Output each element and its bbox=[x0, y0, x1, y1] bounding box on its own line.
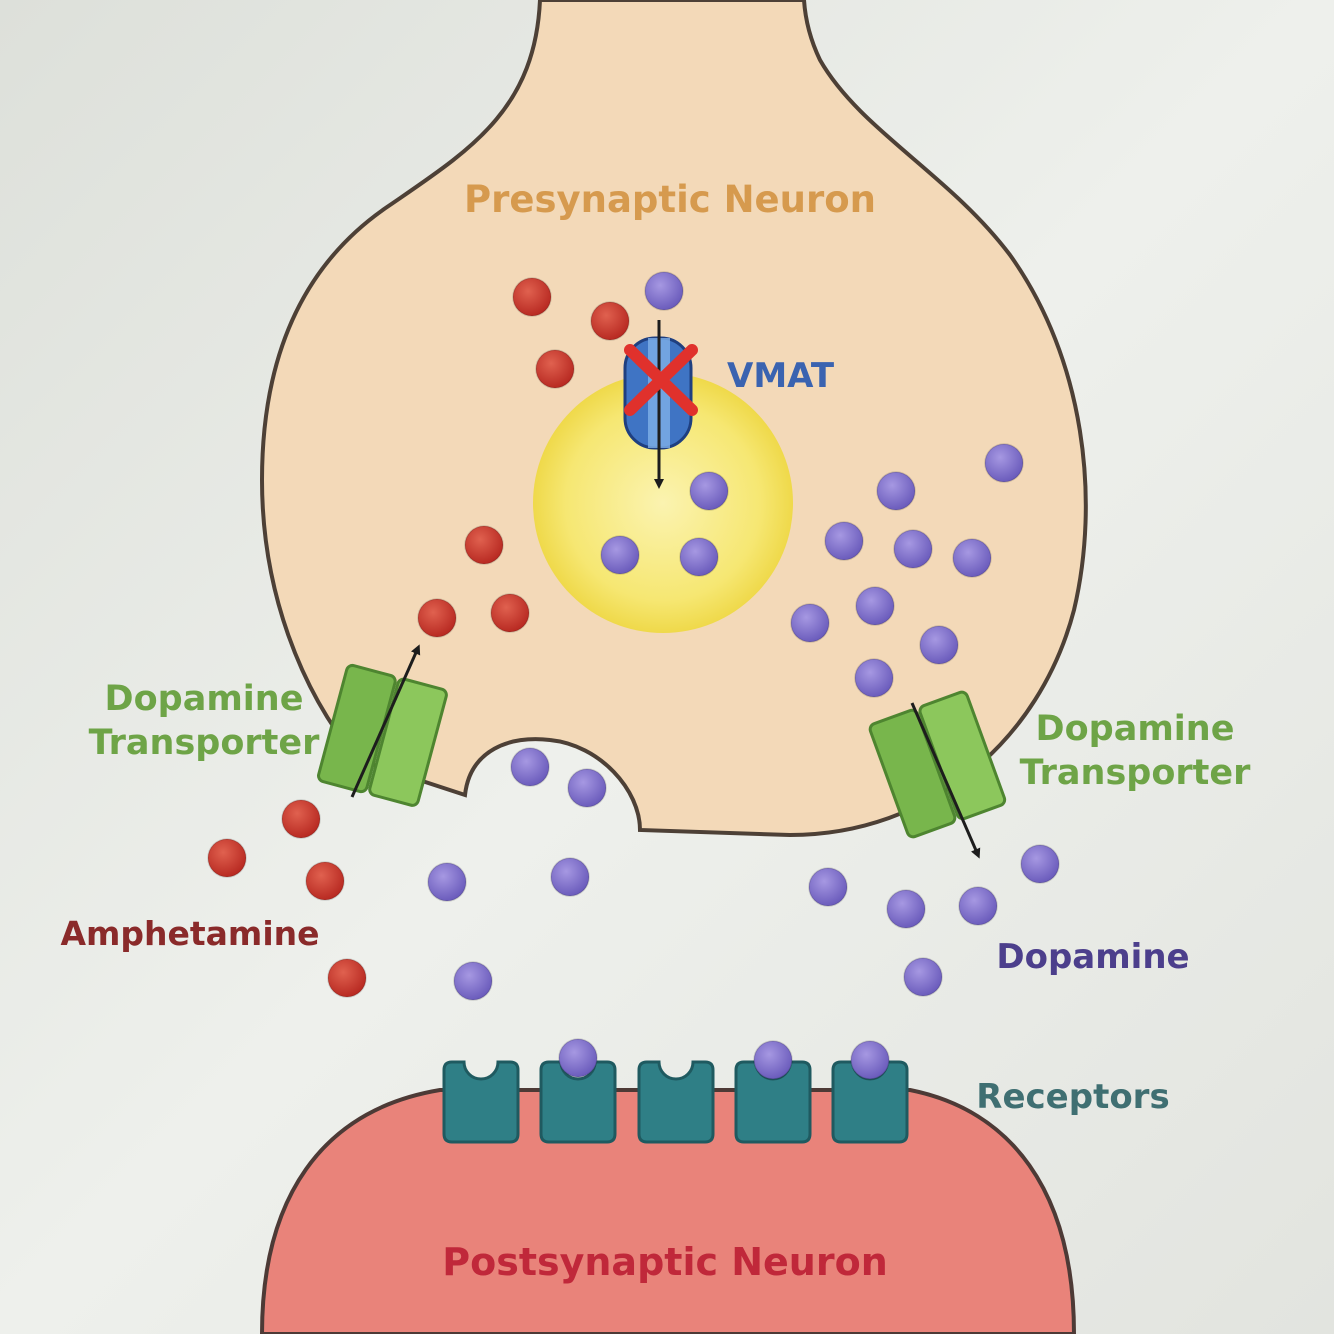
dopamine-molecule bbox=[919, 625, 959, 665]
amphetamine-molecule bbox=[305, 861, 345, 901]
transporter-left-label-line2: Transporter bbox=[89, 723, 320, 763]
receptors-label: Receptors bbox=[976, 1077, 1169, 1117]
transporter-right-label-line1: Dopamine bbox=[1036, 709, 1235, 749]
dopamine-molecule bbox=[958, 886, 998, 926]
dopamine-molecule bbox=[689, 471, 729, 511]
amphetamine-molecule bbox=[417, 598, 457, 638]
amphetamine-molecule bbox=[327, 958, 367, 998]
amphetamine-molecule bbox=[535, 349, 575, 389]
dopamine-molecule bbox=[893, 529, 933, 569]
amphetamine-molecule bbox=[512, 277, 552, 317]
dopamine-molecule bbox=[510, 747, 550, 787]
dopamine-molecules bbox=[427, 271, 1060, 1080]
dopamine-molecule bbox=[644, 271, 684, 311]
receptor bbox=[539, 1060, 617, 1144]
dopamine-molecule bbox=[854, 658, 894, 698]
postsynaptic-neuron-label: Postsynaptic Neuron bbox=[442, 1240, 888, 1284]
transporter-left-arrow bbox=[350, 644, 421, 798]
dopamine-molecule bbox=[427, 862, 467, 902]
dopamine-molecule bbox=[952, 538, 992, 578]
amphetamine-molecule bbox=[590, 301, 630, 341]
presynaptic-neuron-label: Presynaptic Neuron bbox=[464, 178, 876, 221]
amphetamine-molecules bbox=[207, 277, 630, 998]
dopamine-molecule bbox=[567, 768, 607, 808]
dopamine-molecule bbox=[903, 957, 943, 997]
dopamine-molecule bbox=[824, 521, 864, 561]
dopamine-molecule bbox=[850, 1040, 890, 1080]
receptor bbox=[637, 1060, 715, 1144]
dopamine-molecule bbox=[855, 586, 895, 626]
dopamine-molecule bbox=[984, 443, 1024, 483]
dopamine-molecule bbox=[790, 603, 830, 643]
dopamine-label: Dopamine bbox=[996, 937, 1189, 977]
dopamine-molecule bbox=[876, 471, 916, 511]
transporter-right-arrow bbox=[910, 702, 981, 859]
synaptic-vesicle bbox=[533, 373, 793, 633]
amphetamine-label: Amphetamine bbox=[60, 914, 319, 953]
dopamine-molecule bbox=[1020, 844, 1060, 884]
dopamine-transporter-left bbox=[317, 663, 448, 807]
amphetamine-molecule bbox=[464, 525, 504, 565]
dopamine-molecule bbox=[558, 1038, 598, 1078]
dopamine-molecule bbox=[600, 535, 640, 575]
transporter-right-label-line2: Transporter bbox=[1020, 753, 1251, 793]
dopamine-molecule bbox=[753, 1040, 793, 1080]
dopamine-molecule bbox=[808, 867, 848, 907]
transporter-left-label-line1: Dopamine bbox=[105, 679, 304, 719]
amphetamine-molecule bbox=[490, 593, 530, 633]
amphetamine-molecule bbox=[207, 838, 247, 878]
dopamine-molecule bbox=[453, 961, 493, 1001]
amphetamine-molecule bbox=[281, 799, 321, 839]
dopamine-molecule bbox=[679, 537, 719, 577]
receptor bbox=[442, 1060, 520, 1144]
dopamine-molecule bbox=[886, 889, 926, 929]
vmat-label: VMAT bbox=[727, 356, 835, 396]
dopamine-molecule bbox=[550, 857, 590, 897]
blocked-x-icon bbox=[624, 344, 698, 416]
